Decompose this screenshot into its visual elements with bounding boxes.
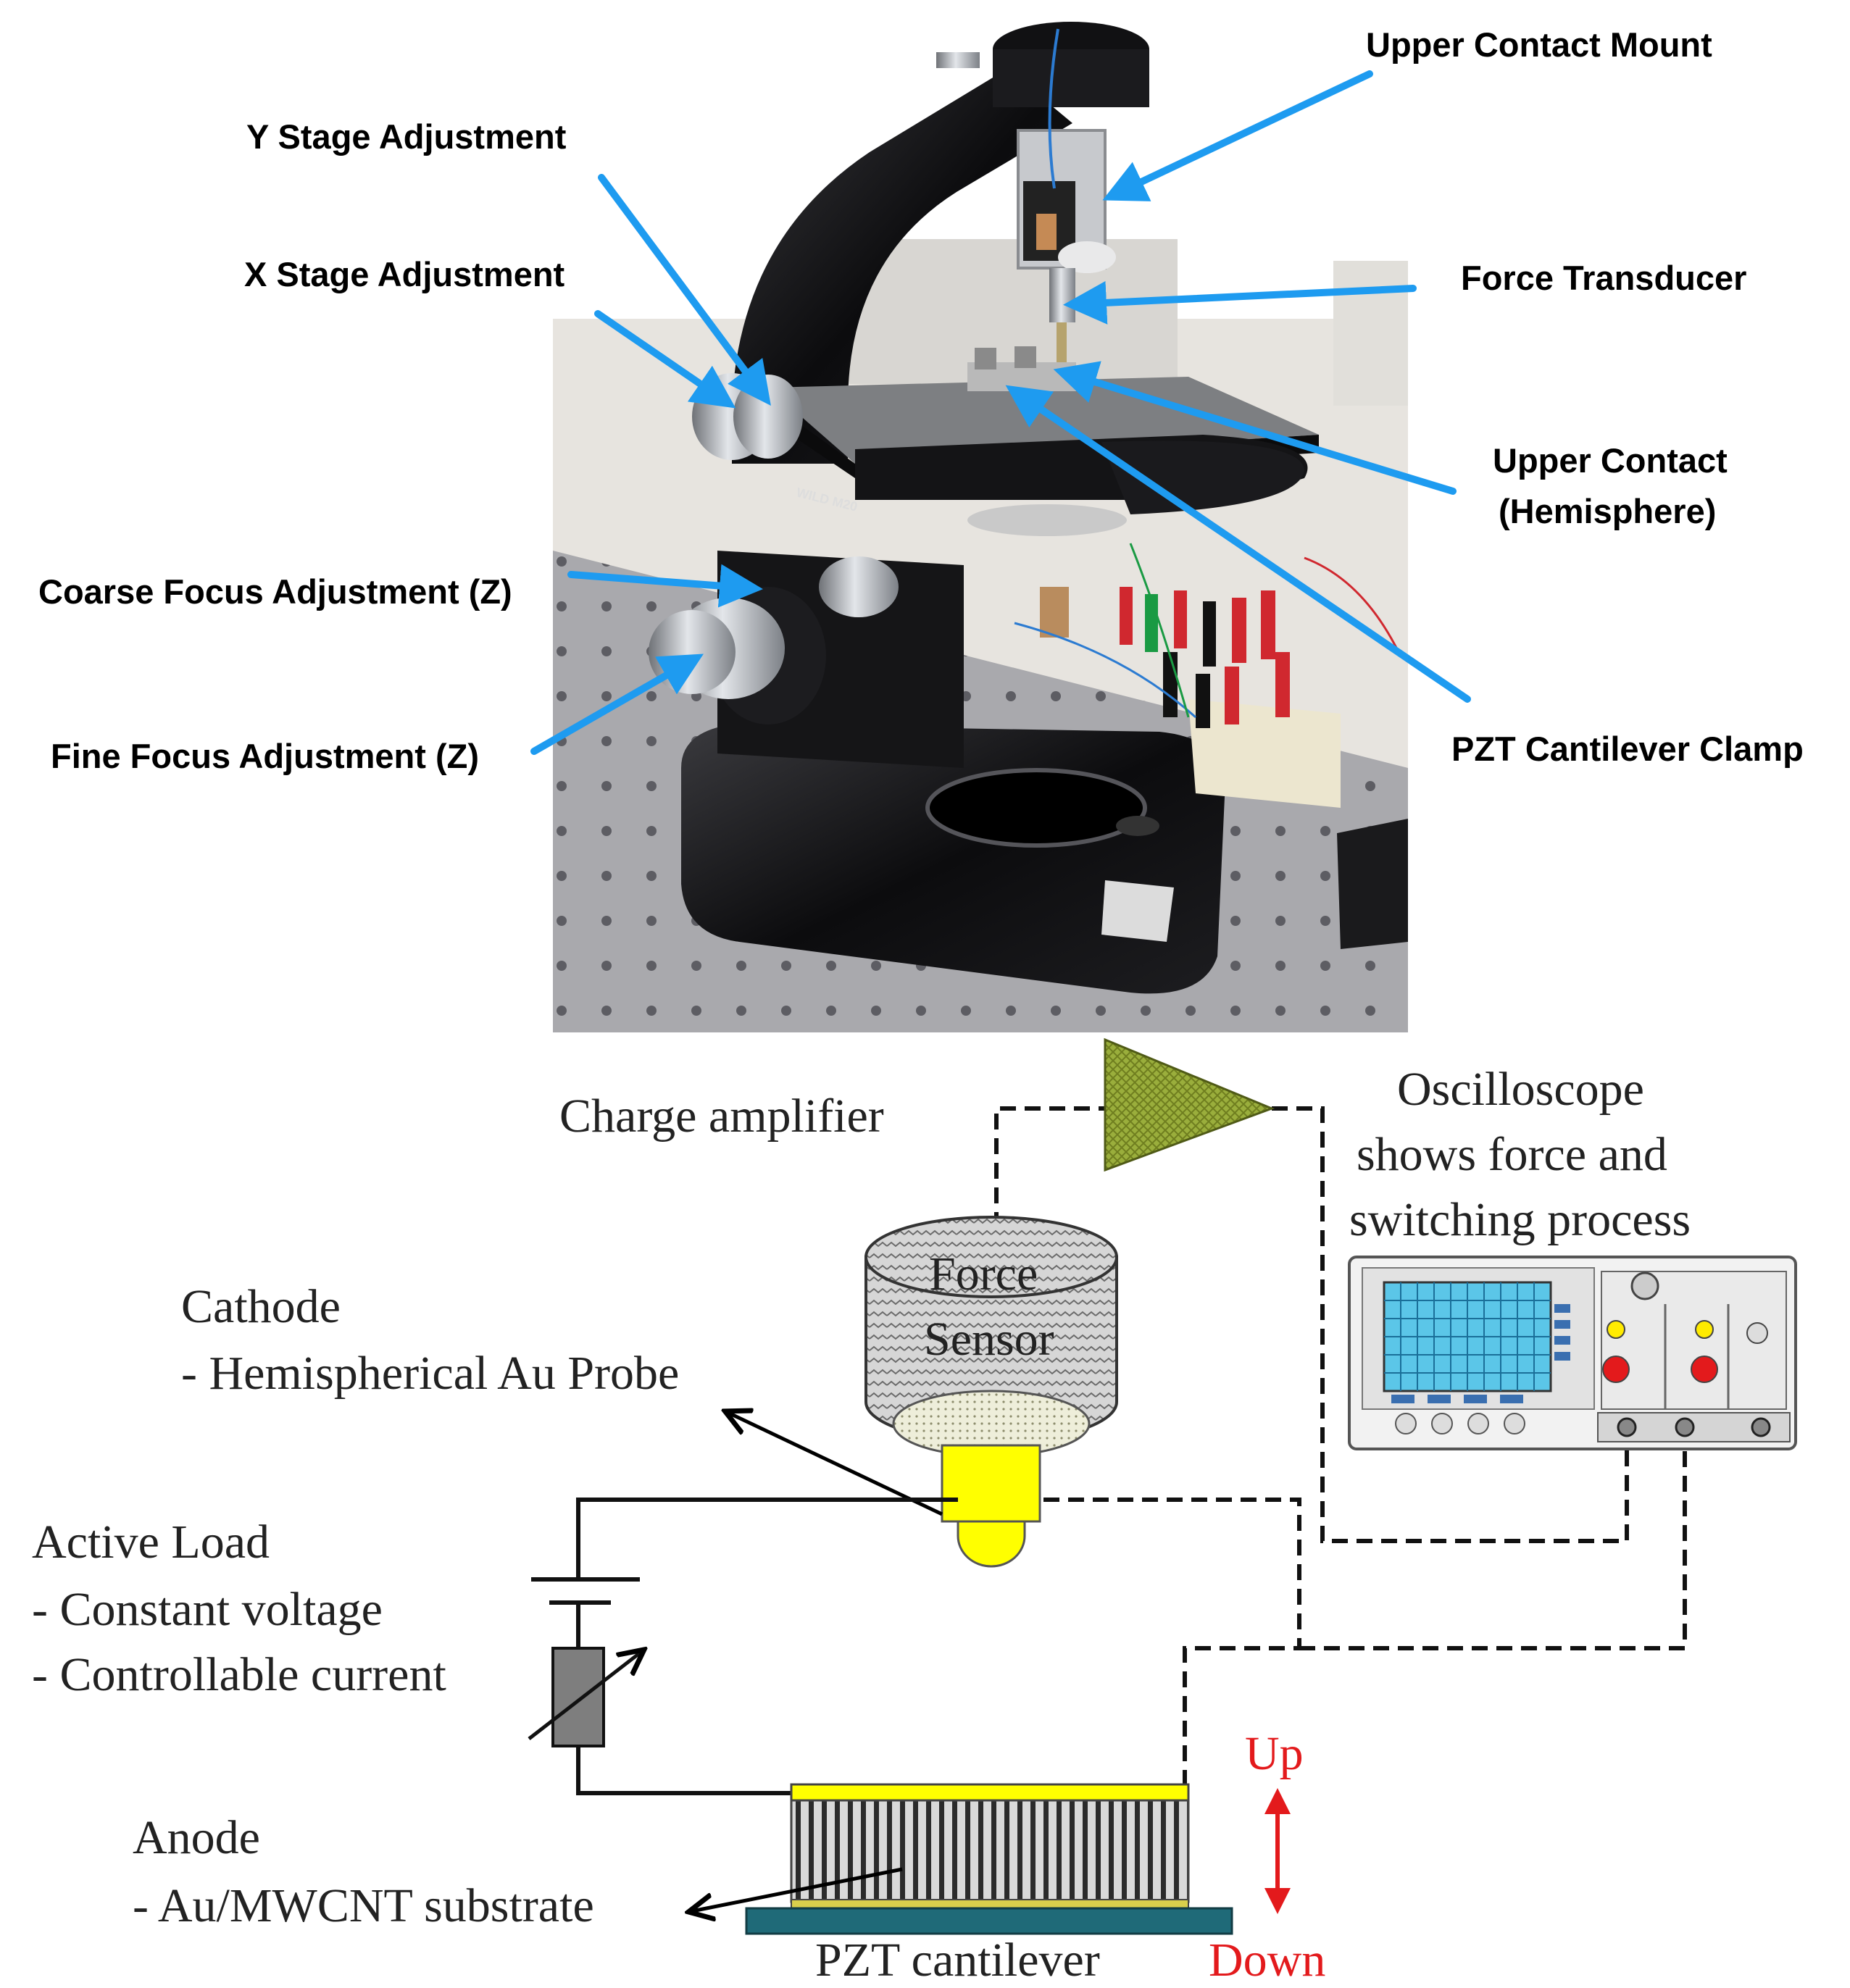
- probe-holder: [941, 1444, 1041, 1523]
- label-active-load-3: - Controllable current: [32, 1648, 446, 1701]
- base-hole: [1116, 816, 1159, 836]
- mount-clip: [1058, 241, 1116, 273]
- clamp-screw-2: [1014, 346, 1036, 368]
- wire-blue: [1014, 622, 1197, 719]
- label-up: Up: [1245, 1727, 1304, 1780]
- table-edge: [1337, 819, 1408, 949]
- junction-box: [1188, 699, 1341, 808]
- label-force-transducer: Force Transducer: [1461, 259, 1746, 297]
- label-down: Down: [1209, 1934, 1325, 1984]
- lens-bottom: [1040, 587, 1069, 638]
- schematic: Charge amplifier Oscilloscope shows forc…: [32, 1037, 1797, 1987]
- force-sensor: Force Sensor: [864, 1216, 1118, 1568]
- head-screw: [936, 52, 980, 68]
- wire-red: [1304, 556, 1400, 653]
- amp-to-scope-line: [1272, 1106, 1629, 1543]
- label-sensor: Sensor: [924, 1313, 1054, 1366]
- microscope-photo: WILD M20: [553, 22, 1408, 1032]
- substrate-top-electrode: [790, 1783, 1190, 1802]
- label-y-stage: Y Stage Adjustment: [246, 117, 567, 156]
- label-fine-focus: Fine Focus Adjustment (Z): [51, 737, 479, 775]
- banana-plugs: [1120, 587, 1290, 728]
- base-plate: [1101, 880, 1174, 942]
- photo-label-group: Upper Contact Mount Y Stage Adjustment X…: [38, 25, 1804, 775]
- y-stage-knob: [733, 375, 803, 459]
- circuit-wire: [576, 1498, 958, 1795]
- arrow-upper-contact-mount: [1102, 70, 1373, 201]
- arrow-coarse-focus: [567, 564, 763, 608]
- photo-wall: [837, 239, 1178, 384]
- base-aperture: [925, 768, 1147, 848]
- label-hemisphere: (Hemisphere): [1499, 492, 1716, 530]
- arrow-fine-focus: [530, 653, 704, 755]
- variable-resistor: [551, 1647, 605, 1747]
- label-coarse-focus: Coarse Focus Adjustment (Z): [38, 572, 512, 611]
- hemispherical-probe: [957, 1520, 1026, 1568]
- microscope-arm: [732, 69, 1072, 464]
- wire-green: [1129, 543, 1190, 718]
- label-oscilloscope-2: shows force and: [1357, 1128, 1667, 1181]
- substrate-base: [791, 1899, 1189, 1909]
- label-x-stage: X Stage Adjustment: [244, 255, 565, 293]
- lens-ring: [967, 504, 1127, 536]
- arrow-anode: [692, 1867, 903, 1911]
- label-oscilloscope-3: switching process: [1349, 1193, 1691, 1246]
- label-cathode-2: - Hemispherical Au Probe: [181, 1347, 679, 1400]
- force-transducer-part: [1049, 268, 1075, 322]
- arrow-x-stage: [594, 310, 736, 409]
- label-cathode: Cathode: [181, 1280, 341, 1333]
- clamp-screw-1: [975, 348, 996, 369]
- arrow-pzt-clamp: [1005, 385, 1471, 703]
- mount-copper: [1036, 214, 1057, 250]
- probe-wire: [1048, 28, 1059, 189]
- probe-tip: [1057, 322, 1067, 366]
- charge-amplifier-symbol: [1104, 1037, 1275, 1172]
- top-knob: [819, 556, 899, 617]
- mwcnt-array: [790, 1799, 1190, 1903]
- sensor-to-amp-line: [994, 1106, 1105, 1228]
- label-pzt-cantilever: PZT cantilever: [815, 1934, 1100, 1984]
- label-upper-contact: Upper Contact: [1493, 441, 1728, 480]
- pzt-cantilever-bar: [745, 1907, 1233, 1935]
- head-cylinder: [993, 49, 1149, 107]
- pointer-arrows: [530, 70, 1471, 755]
- arrow-force-transducer: [1063, 280, 1417, 325]
- label-charge-amplifier: Charge amplifier: [559, 1090, 884, 1143]
- arrow-cathode: [728, 1413, 943, 1516]
- label-anode-2: - Au/MWCNT substrate: [133, 1879, 594, 1932]
- oscilloscope-device: [1348, 1256, 1797, 1450]
- label-oscilloscope: Oscilloscope: [1397, 1063, 1644, 1116]
- signal-lines: [994, 1106, 1687, 1786]
- photo-wall-right: [1333, 261, 1408, 406]
- label-upper-contact-mount: Upper Contact Mount: [1366, 25, 1712, 64]
- arrow-upper-contact: [1053, 361, 1457, 495]
- label-pzt-clamp: PZT Cantilever Clamp: [1451, 730, 1804, 768]
- stage-disc: [1101, 440, 1304, 514]
- scope-grid: [1384, 1282, 1551, 1391]
- label-force: Force: [929, 1248, 1038, 1300]
- label-anode: Anode: [133, 1811, 260, 1864]
- label-active-load-2: - Constant voltage: [32, 1583, 383, 1636]
- pzt-to-scope-line: [1299, 1449, 1687, 1650]
- label-active-load: Active Load: [32, 1516, 270, 1569]
- resistor-adjust-arrow: [528, 1652, 641, 1740]
- arrow-y-stage: [598, 174, 771, 406]
